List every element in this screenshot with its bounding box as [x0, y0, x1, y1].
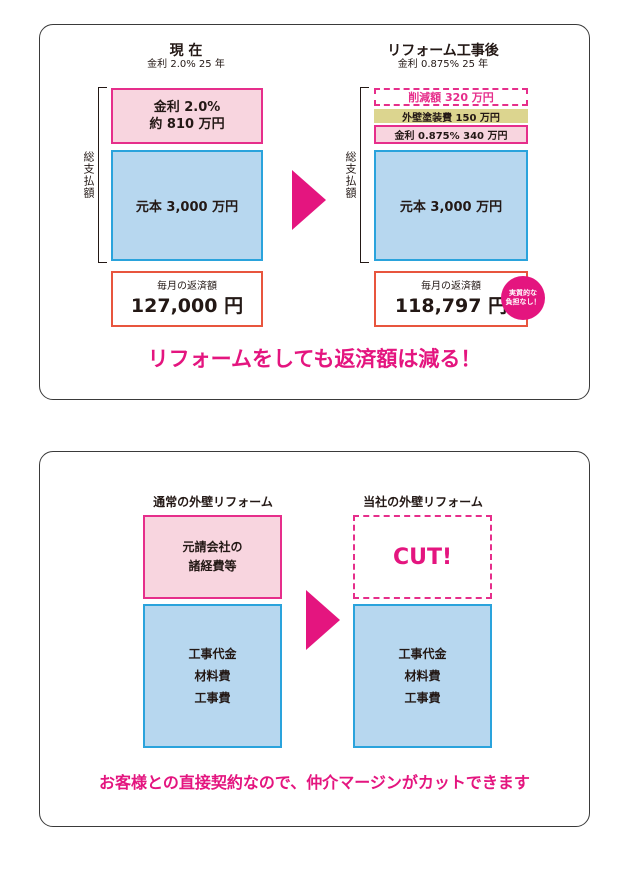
- after-column-header: リフォーム工事後 金利 0.875% 25 年: [358, 43, 528, 71]
- after-payment-value: 118,797 円: [394, 295, 508, 317]
- our-cost-line1: 工事代金: [398, 647, 447, 661]
- current-interest-rate: 金利 2.0%: [153, 100, 221, 115]
- current-payment-value: 127,000 円: [130, 295, 244, 317]
- standard-cost-line3: 工事費: [194, 691, 231, 705]
- after-title: リフォーム工事後: [387, 43, 499, 59]
- current-interest-amount: 約 810 万円: [149, 117, 225, 132]
- current-column-header: 現 在 金利 2.0% 25 年: [106, 43, 266, 71]
- our-construction-cost-box: 工事代金 材料費 工事費: [353, 604, 492, 748]
- after-principal-box: 元本 3,000 万円: [374, 150, 528, 261]
- reduction-box: 削減額 320 万円: [374, 88, 528, 106]
- total-payment-bracket-right: [360, 87, 369, 263]
- current-subtitle: 金利 2.0% 25 年: [147, 59, 225, 70]
- cut-margin-box: CUT!: [353, 515, 492, 599]
- our-cost-line2: 材料費: [404, 669, 441, 683]
- overhead-line1: 元請会社の: [182, 540, 243, 554]
- after-subtitle: 金利 0.875% 25 年: [397, 59, 489, 70]
- margin-comparison-panel: 通常の外壁リフォーム 当社の外壁リフォーム 元請会社の 諸経費等 工事代金 材料…: [39, 451, 590, 827]
- right-arrow-icon: [306, 590, 340, 650]
- current-title: 現 在: [169, 43, 203, 59]
- current-interest-box: 金利 2.0% 約 810 万円: [111, 88, 263, 144]
- overhead-line2: 諸経費等: [188, 559, 237, 573]
- no-burden-badge: 実質的な 負担なし！: [501, 276, 545, 320]
- current-principal-label: 元本 3,000 万円: [135, 200, 239, 215]
- our-cost-line3: 工事費: [404, 691, 441, 705]
- reduction-label: 削減額 320 万円: [408, 91, 494, 104]
- panel1-headline: リフォームをしても返済額は減る！: [147, 347, 482, 371]
- total-payment-label-right: 総支払額: [344, 151, 357, 199]
- current-monthly-payment-box: 毎月の返済額 127,000 円: [111, 271, 263, 327]
- standard-construction-cost-box: 工事代金 材料費 工事費: [143, 604, 282, 748]
- after-payment-label: 毎月の返済額: [421, 281, 481, 292]
- badge-line2: 負担なし！: [505, 298, 541, 306]
- standard-reform-title: 通常の外壁リフォーム: [153, 495, 273, 509]
- current-payment-label: 毎月の返済額: [157, 281, 217, 292]
- standard-cost-line2: 材料費: [194, 669, 231, 683]
- paint-cost-box: 外壁塗装費 150 万円: [374, 109, 528, 124]
- cut-label: CUT!: [392, 544, 453, 570]
- current-principal-box: 元本 3,000 万円: [111, 150, 263, 261]
- loan-comparison-panel: 現 在 金利 2.0% 25 年 リフォーム工事後 金利 0.875% 25 年…: [39, 24, 590, 400]
- contractor-overhead-box: 元請会社の 諸経費等: [143, 515, 282, 599]
- paint-cost-label: 外壁塗装費 150 万円: [402, 112, 500, 124]
- after-interest-label: 金利 0.875% 340 万円: [394, 131, 508, 142]
- badge-line1: 実質的な: [509, 289, 537, 297]
- standard-cost-line1: 工事代金: [188, 647, 237, 661]
- total-payment-bracket-left: [98, 87, 107, 263]
- total-payment-label-left: 総支払額: [82, 151, 95, 199]
- panel2-headline: お客様との直接契約なので、仲介マージンがカットできます: [99, 773, 530, 792]
- after-principal-label: 元本 3,000 万円: [399, 200, 503, 215]
- right-arrow-icon: [292, 170, 326, 230]
- after-interest-box: 金利 0.875% 340 万円: [374, 125, 528, 144]
- our-reform-title: 当社の外壁リフォーム: [363, 495, 483, 509]
